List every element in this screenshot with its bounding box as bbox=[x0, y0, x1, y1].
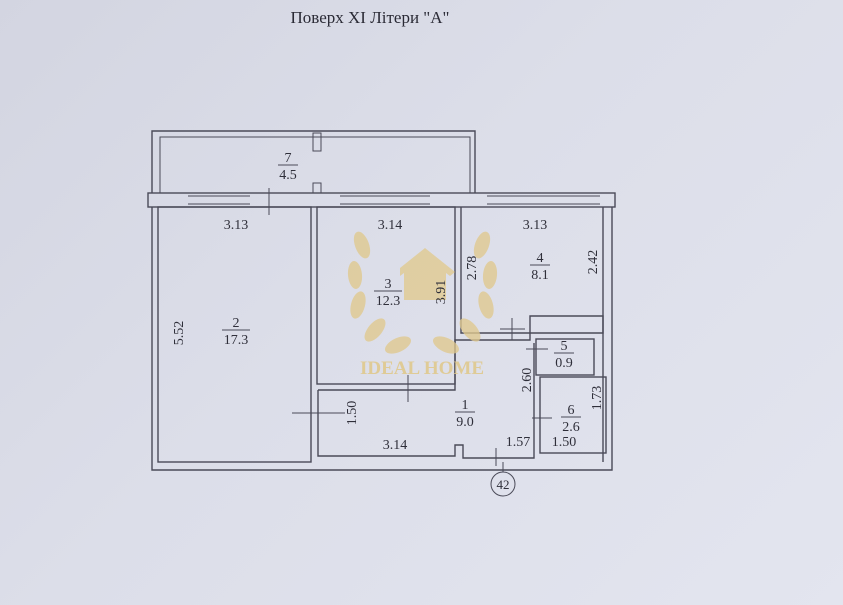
dim-room3-length: 3.91 bbox=[434, 280, 449, 305]
room-7-label: 7 4.5 bbox=[278, 151, 298, 183]
svg-text:2: 2 bbox=[233, 316, 240, 331]
watermark-text: IDEAL HOME bbox=[360, 358, 484, 379]
dim-room6-length: 1.73 bbox=[590, 386, 605, 411]
dim-corridor-length: 2.60 bbox=[520, 368, 535, 393]
dim-room4-width: 3.13 bbox=[523, 218, 548, 233]
dim-room3-width: 3.14 bbox=[378, 218, 403, 233]
dim-room2-length: 5.52 bbox=[172, 321, 187, 346]
room-1-label: 1 9.0 bbox=[455, 398, 475, 430]
svg-text:5: 5 bbox=[561, 339, 568, 354]
dim-room2-width: 3.13 bbox=[224, 218, 249, 233]
room-2-label: 2 17.3 bbox=[222, 316, 250, 348]
svg-text:42: 42 bbox=[497, 477, 510, 492]
balcony-walls bbox=[151, 130, 476, 194]
svg-text:0.9: 0.9 bbox=[555, 356, 573, 371]
room-6-label: 6 2.6 bbox=[561, 403, 581, 435]
window-wall bbox=[147, 188, 616, 215]
ideal-home-logo: IDEAL HOME bbox=[347, 231, 498, 379]
svg-text:9.0: 9.0 bbox=[456, 415, 474, 430]
dim-corridor-width: 3.14 bbox=[383, 438, 408, 453]
svg-text:4.5: 4.5 bbox=[279, 168, 297, 183]
dim-room4-length: 2.42 bbox=[586, 250, 601, 275]
house-icon bbox=[400, 248, 455, 300]
room-5-label: 5 0.9 bbox=[554, 339, 574, 371]
room-4-label: 4 8.1 bbox=[530, 251, 550, 283]
svg-text:3: 3 bbox=[385, 277, 392, 292]
dim-corridor-depth: 1.50 bbox=[345, 401, 360, 426]
dim-corridor-end: 1.57 bbox=[506, 435, 531, 450]
svg-text:12.3: 12.3 bbox=[376, 294, 401, 309]
svg-text:2.6: 2.6 bbox=[562, 420, 580, 435]
svg-text:7: 7 bbox=[285, 151, 292, 166]
laurel-wreath-icon bbox=[347, 231, 498, 354]
dim-room6-width: 1.50 bbox=[552, 435, 577, 450]
dim-room4-side: 2.78 bbox=[465, 256, 480, 281]
plan-title: Поверх XI Літери "А" bbox=[290, 8, 450, 27]
svg-text:8.1: 8.1 bbox=[531, 268, 549, 283]
interior-walls bbox=[151, 206, 613, 471]
svg-text:1: 1 bbox=[462, 398, 469, 413]
dimension-labels: 3.13 3.14 3.13 5.52 3.91 2.78 2.42 2.60 … bbox=[172, 218, 605, 453]
svg-text:6: 6 bbox=[568, 403, 575, 418]
room-3-label: 3 12.3 bbox=[374, 277, 402, 309]
axis-marker: 42 bbox=[490, 462, 516, 497]
svg-text:17.3: 17.3 bbox=[224, 333, 249, 348]
svg-text:4: 4 bbox=[537, 251, 544, 266]
